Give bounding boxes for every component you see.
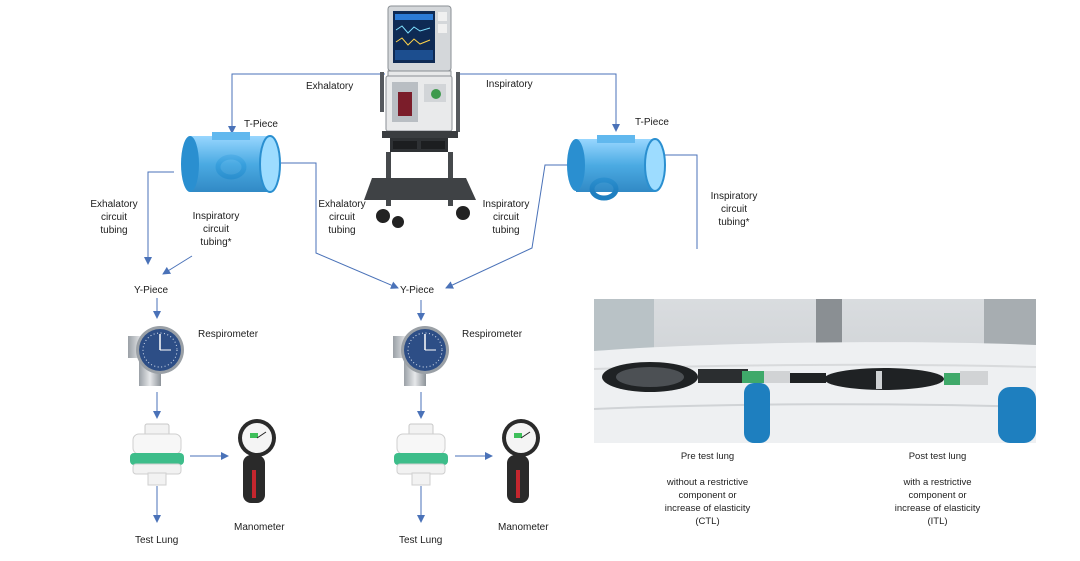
arrow-exhalatory-to-tpiece-left [228,73,385,134]
arrow-exh-tubing-left [144,171,174,265]
line-insp-tubing-right [665,154,698,249]
manometer-left [238,419,276,503]
tpiece-right-label: T-Piece [635,117,669,128]
manometer-mid [502,419,540,503]
tpiece-left [181,132,281,193]
pre-test-lung-caption: Pre test lung without a restrictive comp… [664,451,751,527]
respirometer-mid-label: Respirometer [462,329,523,340]
ventilator-machine [364,5,476,228]
exhalatory-label: Exhalatory [306,81,354,92]
inspiratory-label: Inspiratory [486,79,533,90]
manometer-mid-label: Manometer [498,522,549,533]
arrow-insp-tubing-mid [445,164,572,289]
arrow-exh-tubing-mid [281,162,399,289]
tpiece-left-label: T-Piece [244,119,278,130]
ypiece-mid-label: Y-Piece [400,285,435,296]
respirometer-mid [393,326,449,386]
ypiece-left-label: Y-Piece [134,285,169,296]
arrow-inspiratory-to-tpiece-right [460,73,620,132]
tpiece-right [567,135,666,201]
manometer-left-label: Manometer [234,522,285,533]
post-test-lung-bag [824,368,944,390]
respirometer-left-label: Respirometer [198,329,259,340]
testlung-mid-label: Test Lung [399,535,443,546]
test-lung-photo [594,299,1036,443]
testlung-left-label: Test Lung [135,535,179,546]
arrow-insp-tubing-left [162,255,193,275]
post-test-lung-caption: Post test lung with a restrictive compon… [894,451,981,527]
respirometer-left [128,326,184,386]
flow-arrows [144,73,698,523]
filter-mid [394,423,448,486]
filter-left [130,423,184,486]
